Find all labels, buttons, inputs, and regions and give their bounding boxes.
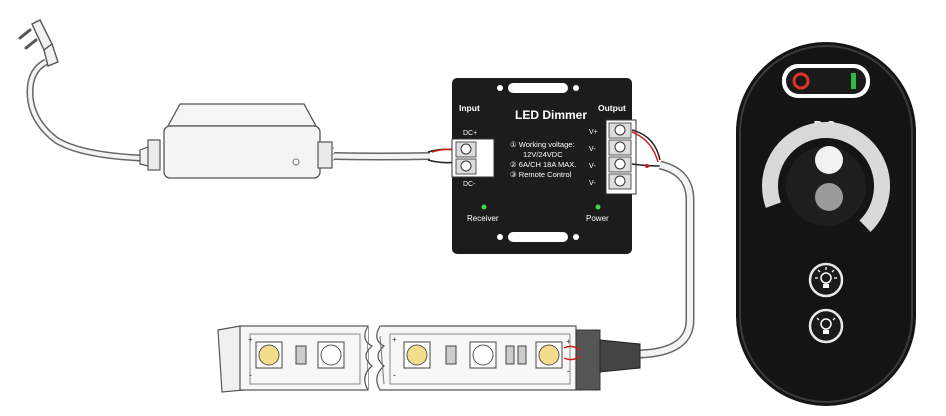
output-cable <box>631 129 695 359</box>
brightness-knob[interactable] <box>815 146 843 174</box>
resistor <box>505 345 515 365</box>
strip-plus-mid: + <box>392 335 397 344</box>
receiver-indicator <box>481 204 487 210</box>
led-chip-5 <box>535 341 563 369</box>
spec-voltage-value: 12V/24VDC <box>523 150 563 159</box>
power-switch-icon[interactable] <box>782 64 870 98</box>
output-terminal-block <box>605 119 637 195</box>
ac-plug-icon <box>18 19 141 162</box>
output-terminal-3: V- <box>589 163 596 170</box>
output-terminal-4: V- <box>589 180 596 187</box>
spec-working-voltage: ① Working voltage: <box>510 140 575 149</box>
led-chip-4 <box>469 341 497 369</box>
bulb-bright-icon <box>815 267 837 288</box>
strip-plus-left: + <box>248 335 253 344</box>
resistor <box>445 345 457 365</box>
resistor <box>295 345 307 365</box>
output-terminal-1: V+ <box>589 129 598 136</box>
receiver-label: Receiver <box>467 214 499 223</box>
led-chip-3 <box>403 341 431 369</box>
output-terminal-2: V- <box>589 146 596 153</box>
led-dimmer-controller: Input Output LED Dimmer DC+ DC- ① Workin… <box>451 78 637 254</box>
spec-current: ② 6A/CH 18A MAX. <box>510 160 576 169</box>
touch-dimmer-ring[interactable] <box>754 114 898 258</box>
dimmer-title: LED Dimmer <box>515 108 587 122</box>
power-adapter-icon <box>139 103 459 179</box>
rf-remote-control: DC <box>736 42 916 406</box>
input-label: Input <box>459 103 480 113</box>
bulb-dim-button[interactable] <box>808 308 844 344</box>
dc-minus-label: DC- <box>463 181 476 188</box>
strip-plus-right: + <box>566 337 571 346</box>
spec-remote-control: ③ Remote Control <box>510 170 572 179</box>
bulb-dim-icon <box>816 317 836 334</box>
dc-plus-label: DC+ <box>463 130 477 137</box>
power-label: Power <box>586 214 609 223</box>
led-strip: + - + - + - <box>217 325 641 393</box>
resistor <box>517 345 527 365</box>
power-indicator <box>595 204 601 210</box>
center-button[interactable] <box>815 183 843 211</box>
strip-minus-left: - <box>249 370 252 380</box>
strip-minus-right: - <box>567 366 570 376</box>
led-chip-1 <box>255 341 283 369</box>
input-terminal-block <box>451 138 495 178</box>
output-label: Output <box>598 103 626 113</box>
bulb-bright-button[interactable] <box>808 262 844 298</box>
strip-minus-mid: - <box>393 370 396 380</box>
led-chip-2 <box>317 341 345 369</box>
